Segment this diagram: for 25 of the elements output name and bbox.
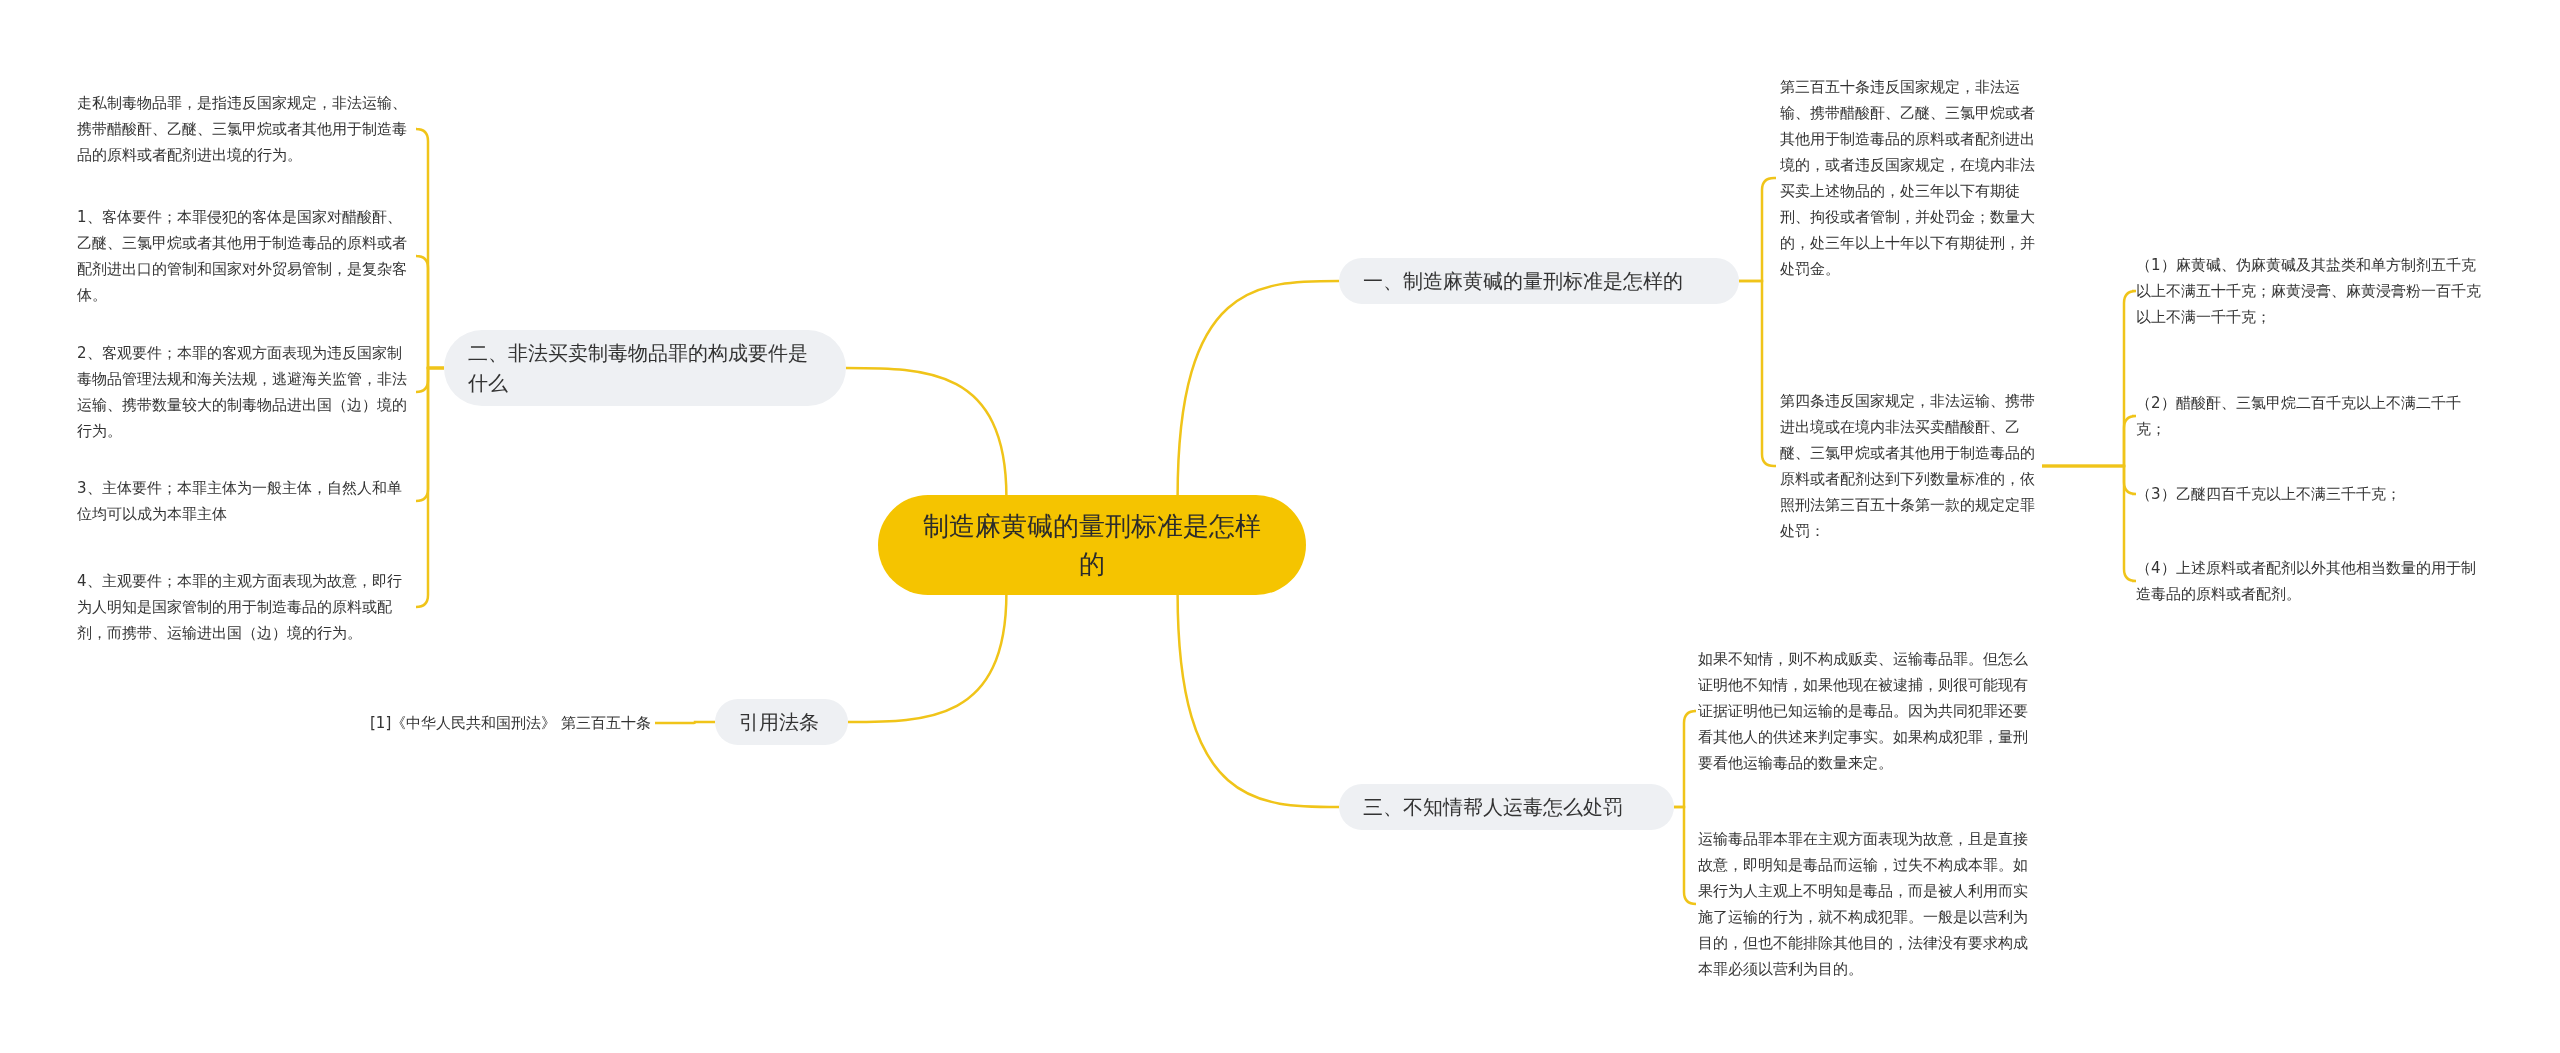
note-text: 走私制毒物品罪，是指违反国家规定，非法运输、携带醋酸酐、乙醚、三氯甲烷或者其他用于制造毒品的原料或者配剂进出境的行为。 xyxy=(77,90,413,168)
note-text: （4）上述原料或者配剂以外其他相当数量的用于制造毒品的原料或者配剂。 xyxy=(2136,555,2486,607)
note-text: 第四条违反国家规定，非法运输、携带进出境或在境内非法买卖醋酸酐、乙醚、三氯甲烷或者其他用于制造毒品的原料或者配剂达到下列数量标准的，依照刑法第三百五十条第一款的规定定罪处罚： xyxy=(1780,388,2042,544)
note-text: 第三百五十条违反国家规定，非法运输、携带醋酸酐、乙醚、三氯甲烷或者其他用于制造毒品的原料或者配剂进出境的，或者违反国家规定，在境内非法买卖上述物品的，处三年以下有期徒刑、拘役或者管制，并处罚金；数量大的，处三年以上十年以下有期徒刑，并处罚金。 xyxy=(1780,74,2042,282)
note-text: 4、主观要件；本罪的主观方面表现为故意，即行为人明知是国家管制的用于制造毒品的原料或配剂，而携带、运输进出国（边）境的行为。 xyxy=(77,568,413,646)
topic-pill: 一、制造麻黄碱的量刑标准是怎样的 xyxy=(1339,258,1739,304)
note-text: 3、主体要件；本罪主体为一般主体，自然人和单位均可以成为本罪主体 xyxy=(77,475,413,527)
note-text: （1）麻黄碱、伪麻黄碱及其盐类和单方制剂五千克以上不满五十千克；麻黄浸膏、麻黄浸膏粉一百千克以上不满一千千克； xyxy=(2136,252,2486,330)
note-text: 运输毒品罪本罪在主观方面表现为故意，且是直接故意，即明知是毒品而运输，过失不构成本罪。如果行为人主观上不明知是毒品，而是被人利用而实施了运输的行为，就不构成犯罪。一般是以营利为目的，但也不能排除其他目的，法律没有要求构成本罪必须以营利为目的。 xyxy=(1698,826,2038,982)
note-text: 如果不知情，则不构成贩卖、运输毒品罪。但怎么证明他不知情，如果他现在被逮捕，则很可能现有证据证明他已知运输的是毒品。因为共同犯罪还要看其他人的供述来判定事实。如果构成犯罪，量刑要看他运输毒品的数量来定。 xyxy=(1698,646,2038,776)
connector-line xyxy=(2042,464,2138,583)
note-text: （3）乙醚四百千克以上不满三千千克； xyxy=(2136,481,2486,507)
connector-line xyxy=(655,720,715,725)
topic-pill: 三、不知情帮人运毒怎么处罚 xyxy=(1339,784,1674,830)
connector-line xyxy=(414,366,444,609)
central-topic: 制造麻黄碱的量刑标准是怎样的 xyxy=(878,495,1306,595)
connector-line xyxy=(1674,805,1698,906)
note-text: （2）醋酸酐、三氯甲烷二百千克以上不满二千千克； xyxy=(2136,390,2486,442)
reference-text: [1]《中华人民共和国刑法》 第三百五十条 xyxy=(370,710,651,736)
note-text: 1、客体要件；本罪侵犯的客体是国家对醋酸酐、乙醚、三氯甲烷或者其他用于制造毒品的原料或者配剂进出口的管制和国家对外贸易管制，是复杂客体。 xyxy=(77,204,413,308)
note-text: 2、客观要件；本罪的客观方面表现为违反国家制毒物品管理法规和海关法规，逃避海关监管，非法运输、携带数量较大的制毒物品进出国（边）境的行为。 xyxy=(77,340,413,444)
connector-line xyxy=(846,366,1008,498)
topic-pill: 引用法条 xyxy=(715,699,848,745)
connector-line xyxy=(1176,279,1339,498)
topic-pill: 二、非法买卖制毒物品罪的构成要件是什么 xyxy=(444,330,846,406)
